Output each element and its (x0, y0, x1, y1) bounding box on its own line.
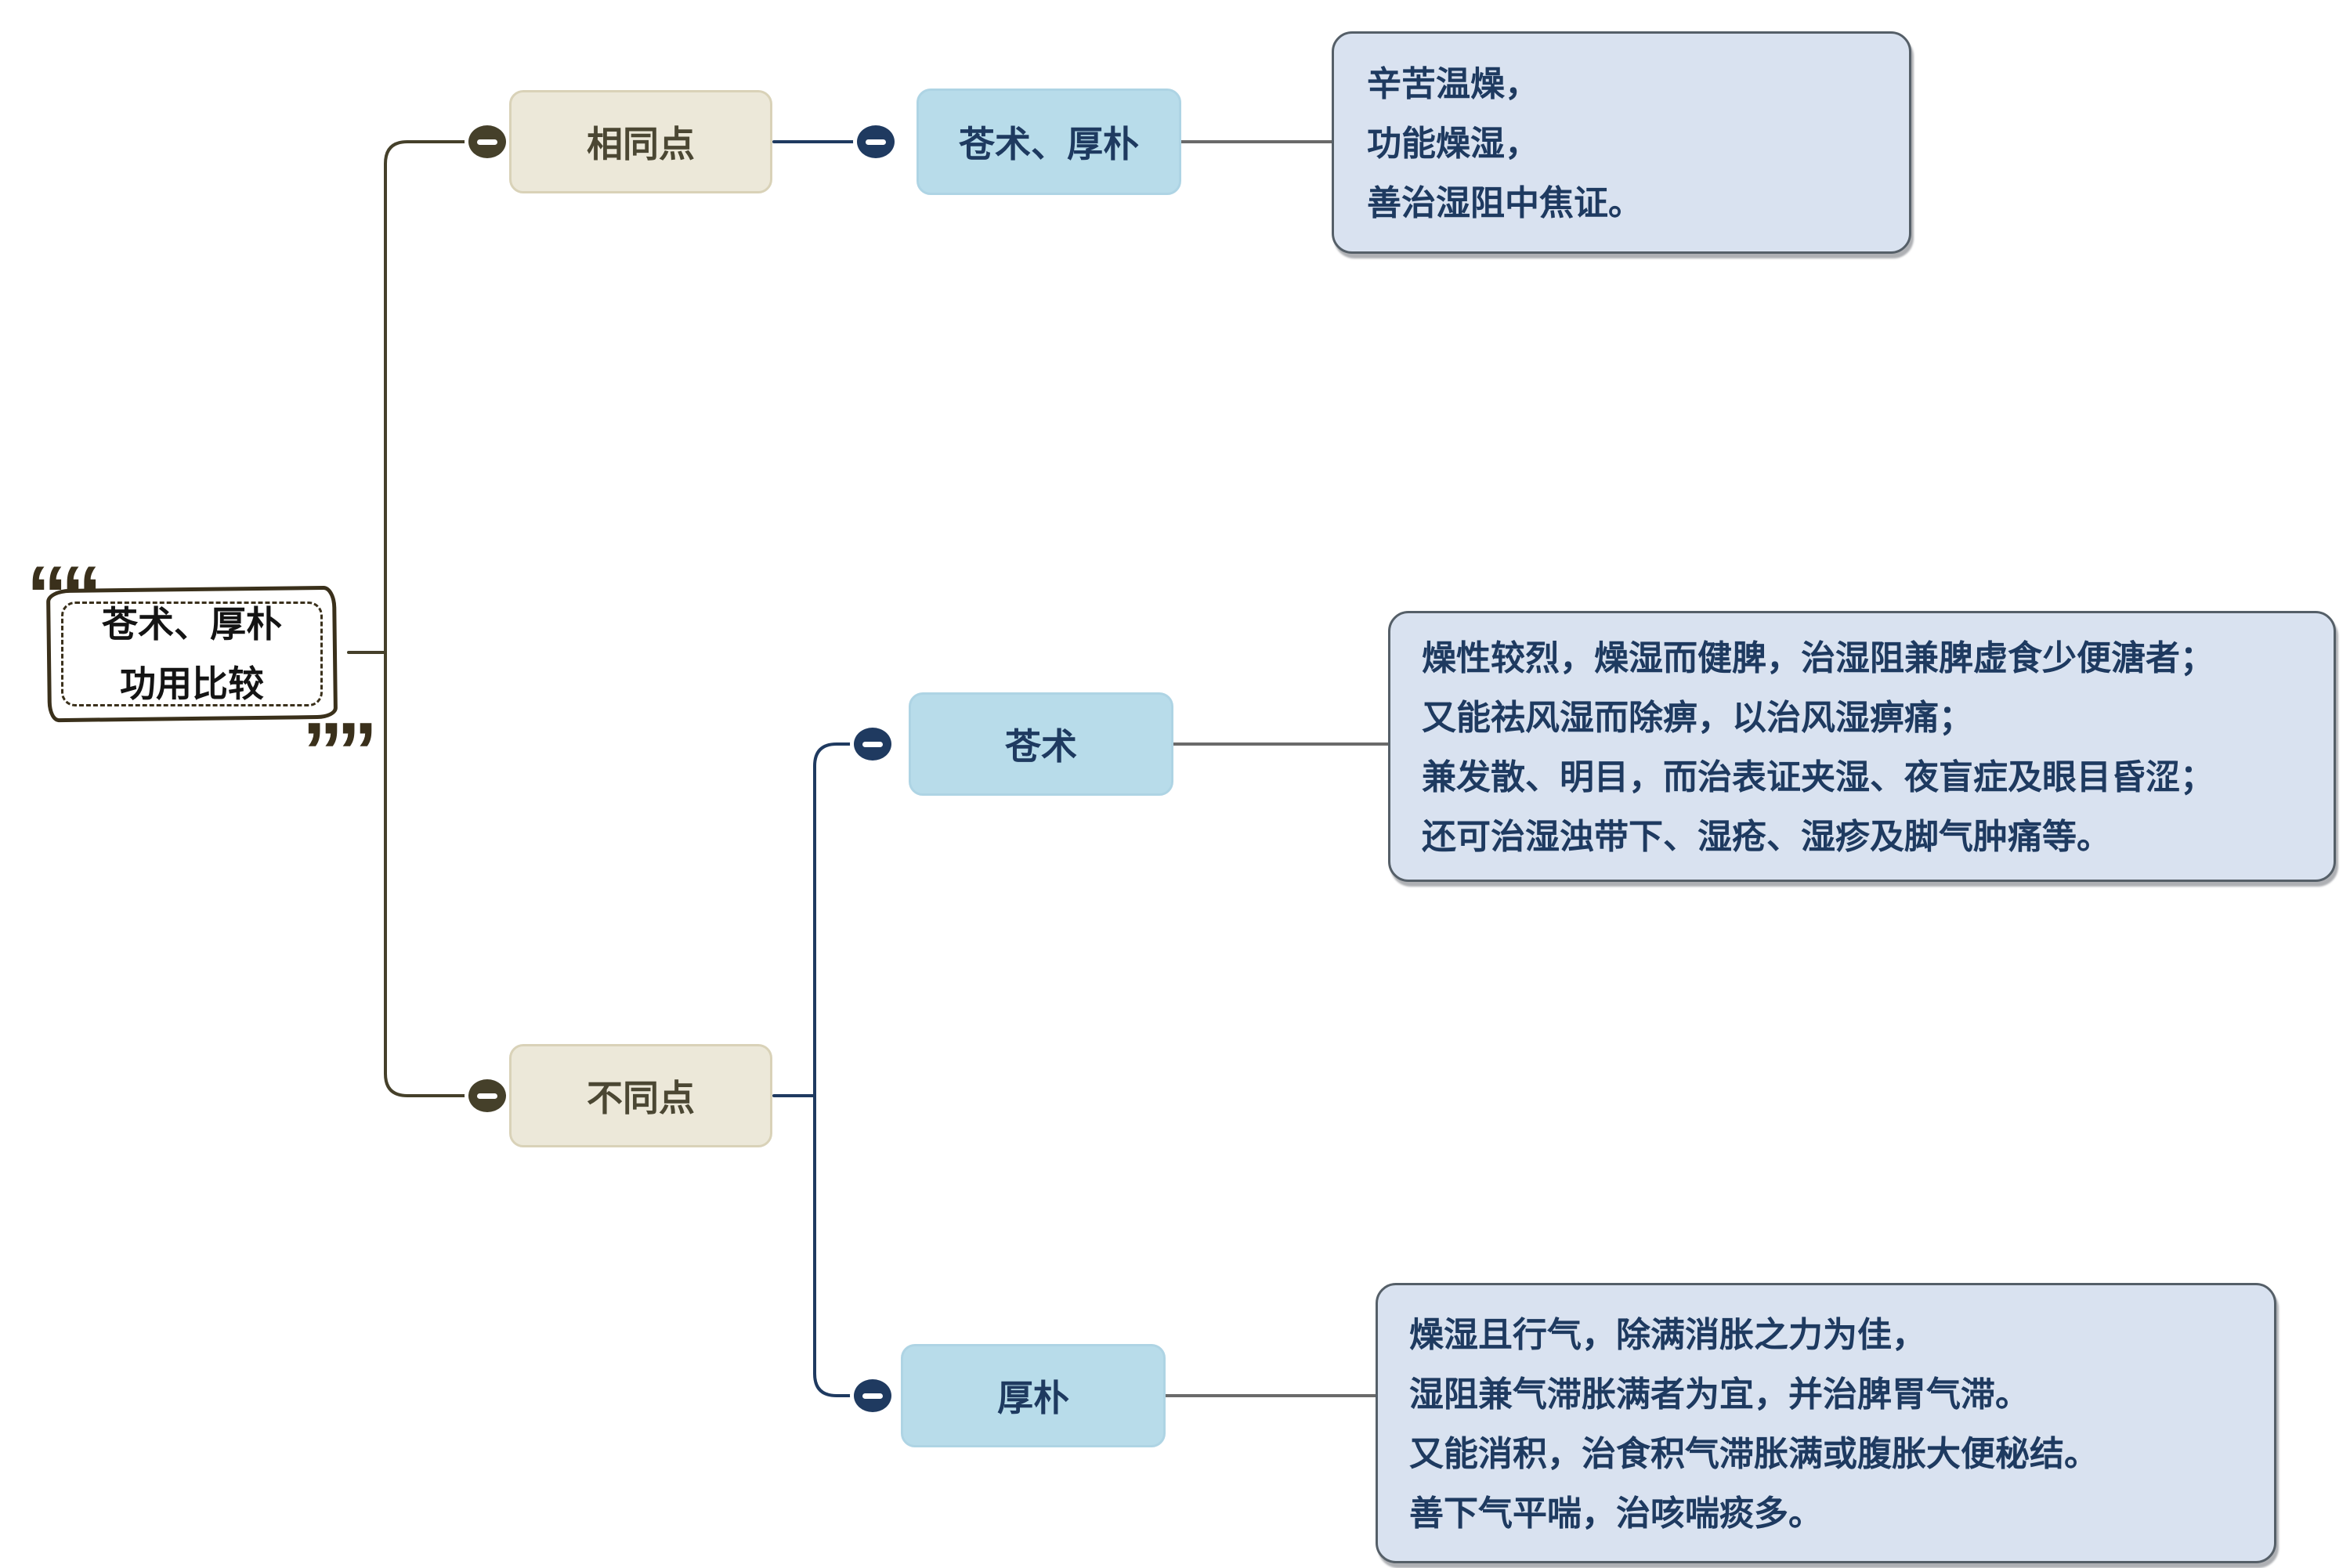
node-differences[interactable]: 不同点 (509, 1044, 772, 1147)
detail-line: 善治湿阻中焦证。 (1367, 184, 1643, 222)
root-title-line1: 苍术、厚朴 (102, 604, 282, 645)
detail-box-houpo[interactable]: 燥湿且行气，除满消胀之力为佳， 湿阻兼气滞胀满者为宜，并治脾胃气滞。 又能消积，… (1376, 1283, 2276, 1563)
root-title-line2: 功用比较 (120, 663, 264, 704)
minus-icon (866, 139, 886, 145)
node-houpo[interactable]: 厚朴 (901, 1344, 1166, 1447)
detail-line: 兼发散、明目，而治表证夹湿、夜盲症及眼目昏涩； (1422, 758, 2214, 797)
collapse-button-similarities[interactable] (468, 125, 506, 158)
node-cangzhu[interactable]: 苍术 (909, 692, 1173, 796)
detail-box-cangzhu[interactable]: 燥性较烈，燥湿而健脾，治湿阻兼脾虚食少便溏者； 又能祛风湿而除痹，以治风湿痹痛；… (1388, 611, 2336, 882)
node-similarities[interactable]: 相同点 (509, 90, 772, 193)
connector-root-bracket (384, 140, 470, 1097)
detail-line: 燥湿且行气，除满消胀之力为佳， (1409, 1316, 1926, 1354)
collapse-button-houpo[interactable] (854, 1379, 891, 1412)
detail-line: 燥性较烈，燥湿而健脾，治湿阻兼脾虚食少便溏者； (1422, 639, 2214, 677)
detail-line: 善下气平喘，治咳喘痰多。 (1409, 1494, 1823, 1533)
detail-line: 湿阻兼气滞胀满者为宜，并治脾胃气滞。 (1409, 1375, 2030, 1414)
minus-icon (477, 1093, 497, 1099)
minus-icon (862, 1393, 883, 1399)
minus-icon (477, 139, 497, 145)
root-sketch-dashed-border (61, 602, 323, 706)
detail-line: 又能消积，治食积气滞胀满或腹胀大便秘结。 (1409, 1435, 2099, 1473)
node-pair[interactable]: 苍术、厚朴 (916, 89, 1181, 195)
detail-box-pair[interactable]: 辛苦温燥， 功能燥湿， 善治湿阻中焦证。 (1332, 31, 1911, 254)
root-topic[interactable]: ““ 苍术、厚朴 功用比较 ”” (27, 555, 378, 793)
detail-line: 还可治湿浊带下、湿疮、湿疹及脚气肿痛等。 (1422, 818, 2111, 856)
root-title: 苍术、厚朴 功用比较 (47, 587, 337, 721)
collapse-button-cangzhu[interactable] (854, 728, 891, 761)
minus-icon (862, 741, 883, 747)
detail-line: 辛苦温燥， (1367, 65, 1539, 103)
collapse-button-pair[interactable] (857, 125, 895, 158)
quote-close-icon: ”” (302, 706, 378, 797)
collapse-button-differences[interactable] (468, 1079, 506, 1112)
detail-line: 又能祛风湿而除痹，以治风湿痹痛； (1422, 699, 1973, 737)
detail-line: 功能燥湿， (1367, 125, 1539, 163)
connector-differences-bracket (772, 742, 852, 1397)
